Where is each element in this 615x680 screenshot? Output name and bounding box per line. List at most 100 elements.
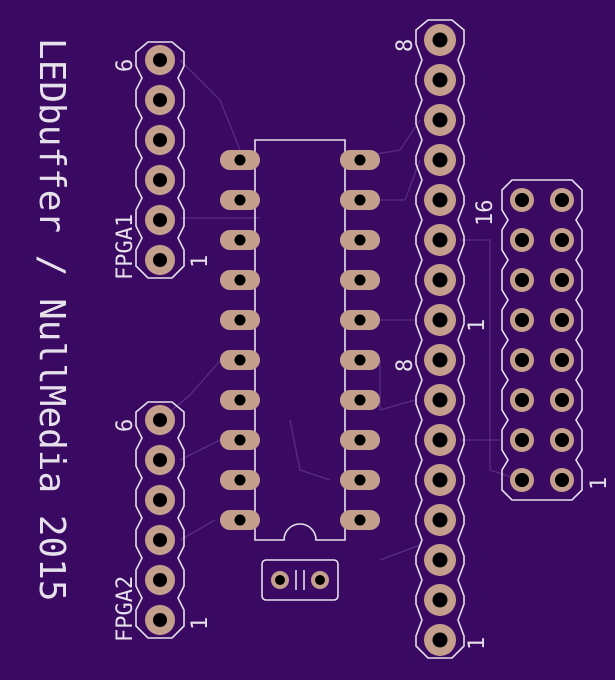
connector-pin-r2c1-drill bbox=[515, 233, 529, 247]
strip-pin-10 bbox=[424, 384, 456, 416]
fpga2-pin-6 bbox=[145, 405, 175, 435]
ic-pins bbox=[220, 150, 380, 530]
ic-right-pin-1-drill bbox=[354, 154, 366, 166]
connector-pin-r6c2-drill bbox=[555, 393, 569, 407]
connector-pin-r2c2-drill bbox=[555, 233, 569, 247]
ic-right-pin-4 bbox=[340, 270, 380, 290]
strip-pin-16-drill bbox=[432, 632, 448, 648]
ic-left-pin-6 bbox=[220, 350, 260, 370]
fpga1-pin-last-label: 6 bbox=[113, 59, 138, 72]
pin-strip: 8 1 8 1 bbox=[393, 19, 490, 659]
fpga1-pin-5-drill bbox=[153, 93, 167, 107]
fpga1-header: FPGA1 1 6 bbox=[113, 41, 213, 280]
ic-left-pin-3 bbox=[220, 230, 260, 250]
ic-left-pin-4 bbox=[220, 270, 260, 290]
connector-pin-r3c2 bbox=[550, 268, 574, 292]
fpga1-pin-3 bbox=[145, 165, 175, 195]
capacitor-pin-1-drill bbox=[275, 575, 285, 585]
capacitor-pin-2 bbox=[311, 571, 329, 589]
ic-left-pin-5-drill bbox=[234, 314, 246, 326]
connector-pin-r5c1 bbox=[510, 348, 534, 372]
connector-pin-r7c1-drill bbox=[515, 433, 529, 447]
ic-right-pin-1 bbox=[340, 150, 380, 170]
connector-pin-r8c2-drill bbox=[555, 473, 569, 487]
ic-right-pin-9 bbox=[340, 470, 380, 490]
ic-left-pin-2-drill bbox=[234, 194, 246, 206]
ic-left-pin-8 bbox=[220, 430, 260, 450]
strip-pin-16 bbox=[424, 624, 456, 656]
strip-pin-2-drill bbox=[432, 72, 448, 88]
fpga1-pin-3-drill bbox=[153, 173, 167, 187]
fpga1-label: FPGA1 bbox=[113, 214, 138, 280]
strip-pin-8-drill bbox=[432, 312, 448, 328]
capacitor-pins bbox=[271, 571, 329, 589]
fpga2-pin-first-label: 1 bbox=[188, 617, 213, 630]
ic-right-pin-6 bbox=[340, 350, 380, 370]
fpga2-label: FPGA2 bbox=[113, 576, 138, 642]
strip-pin-3 bbox=[424, 104, 456, 136]
ic-right-pin-3 bbox=[340, 230, 380, 250]
capacitor-pin-1 bbox=[271, 571, 289, 589]
strip-pin-14-drill bbox=[432, 552, 448, 568]
fpga1-pin-1-drill bbox=[153, 253, 167, 267]
capacitor bbox=[261, 559, 339, 601]
ic-left-pin-8-drill bbox=[234, 434, 246, 446]
ic-right-pin-4-drill bbox=[354, 274, 366, 286]
connector-pin-r3c1-drill bbox=[515, 273, 529, 287]
strip-pin-2 bbox=[424, 64, 456, 96]
ic-left-pin-10-drill bbox=[234, 514, 246, 526]
connector-pin-r5c1-drill bbox=[515, 353, 529, 367]
strip-pin-9-drill bbox=[432, 352, 448, 368]
ic-right-pin-10 bbox=[340, 510, 380, 530]
ic-left-pin-7-drill bbox=[234, 394, 246, 406]
fpga1-pin-4-drill bbox=[153, 133, 167, 147]
connector-pin-r3c1 bbox=[510, 268, 534, 292]
ic-left-pin-3-drill bbox=[234, 234, 246, 246]
strip-pin-12 bbox=[424, 464, 456, 496]
ic-right-pin-5-drill bbox=[354, 314, 366, 326]
strip-pin-15-drill bbox=[432, 592, 448, 608]
strip-pin-4 bbox=[424, 144, 456, 176]
strip-pin-5 bbox=[424, 184, 456, 216]
connector-pin-r1c2 bbox=[550, 188, 574, 212]
connector-pin-r1c2-drill bbox=[555, 193, 569, 207]
fpga2-pin-5-drill bbox=[153, 453, 167, 467]
strip-pin-9 bbox=[424, 344, 456, 376]
ic-left-pin-7 bbox=[220, 390, 260, 410]
fpga2-pin-2 bbox=[145, 565, 175, 595]
strip-pin-14 bbox=[424, 544, 456, 576]
strip-pin-4-drill bbox=[432, 152, 448, 168]
strip-pin-11 bbox=[424, 424, 456, 456]
connector-pin-r6c1 bbox=[510, 388, 534, 412]
connector-pin-r5c2-drill bbox=[555, 353, 569, 367]
ic-right-pin-8 bbox=[340, 430, 380, 450]
ic-right-pin-10-drill bbox=[354, 514, 366, 526]
capacitor-pin-2-drill bbox=[315, 575, 325, 585]
strip-pin-8 bbox=[424, 304, 456, 336]
fpga2-pin-3 bbox=[145, 525, 175, 555]
strip-pin-13 bbox=[424, 504, 456, 536]
connector-pin-r8c1-drill bbox=[515, 473, 529, 487]
board-title: LEDbuffer / NullMedia 2015 bbox=[31, 38, 72, 602]
strip-pin-12-drill bbox=[432, 472, 448, 488]
ic-dip20 bbox=[220, 139, 380, 541]
fpga2-outline bbox=[135, 401, 185, 639]
ic-right-pin-6-drill bbox=[354, 354, 366, 366]
ic-left-pin-1-drill bbox=[234, 154, 246, 166]
connector-pins bbox=[510, 188, 574, 492]
fpga1-pin-6 bbox=[145, 45, 175, 75]
ic-right-pin-7-drill bbox=[354, 394, 366, 406]
connector-pin-r3c2-drill bbox=[555, 273, 569, 287]
fpga2-pin-6-drill bbox=[153, 413, 167, 427]
ic-right-pin-2 bbox=[340, 190, 380, 210]
strip-pin-1 bbox=[424, 24, 456, 56]
ic-left-pin-5 bbox=[220, 310, 260, 330]
ic-right-pin-8-drill bbox=[354, 434, 366, 446]
strip-pins bbox=[424, 24, 456, 656]
connector-pin-first-label: 1 bbox=[587, 477, 612, 490]
fpga2-pin-1-drill bbox=[153, 613, 167, 627]
fpga2-pins bbox=[145, 405, 175, 635]
ic-left-pin-9-drill bbox=[234, 474, 246, 486]
connector-pin-r8c2 bbox=[550, 468, 574, 492]
strip-pin-13-drill bbox=[432, 512, 448, 528]
